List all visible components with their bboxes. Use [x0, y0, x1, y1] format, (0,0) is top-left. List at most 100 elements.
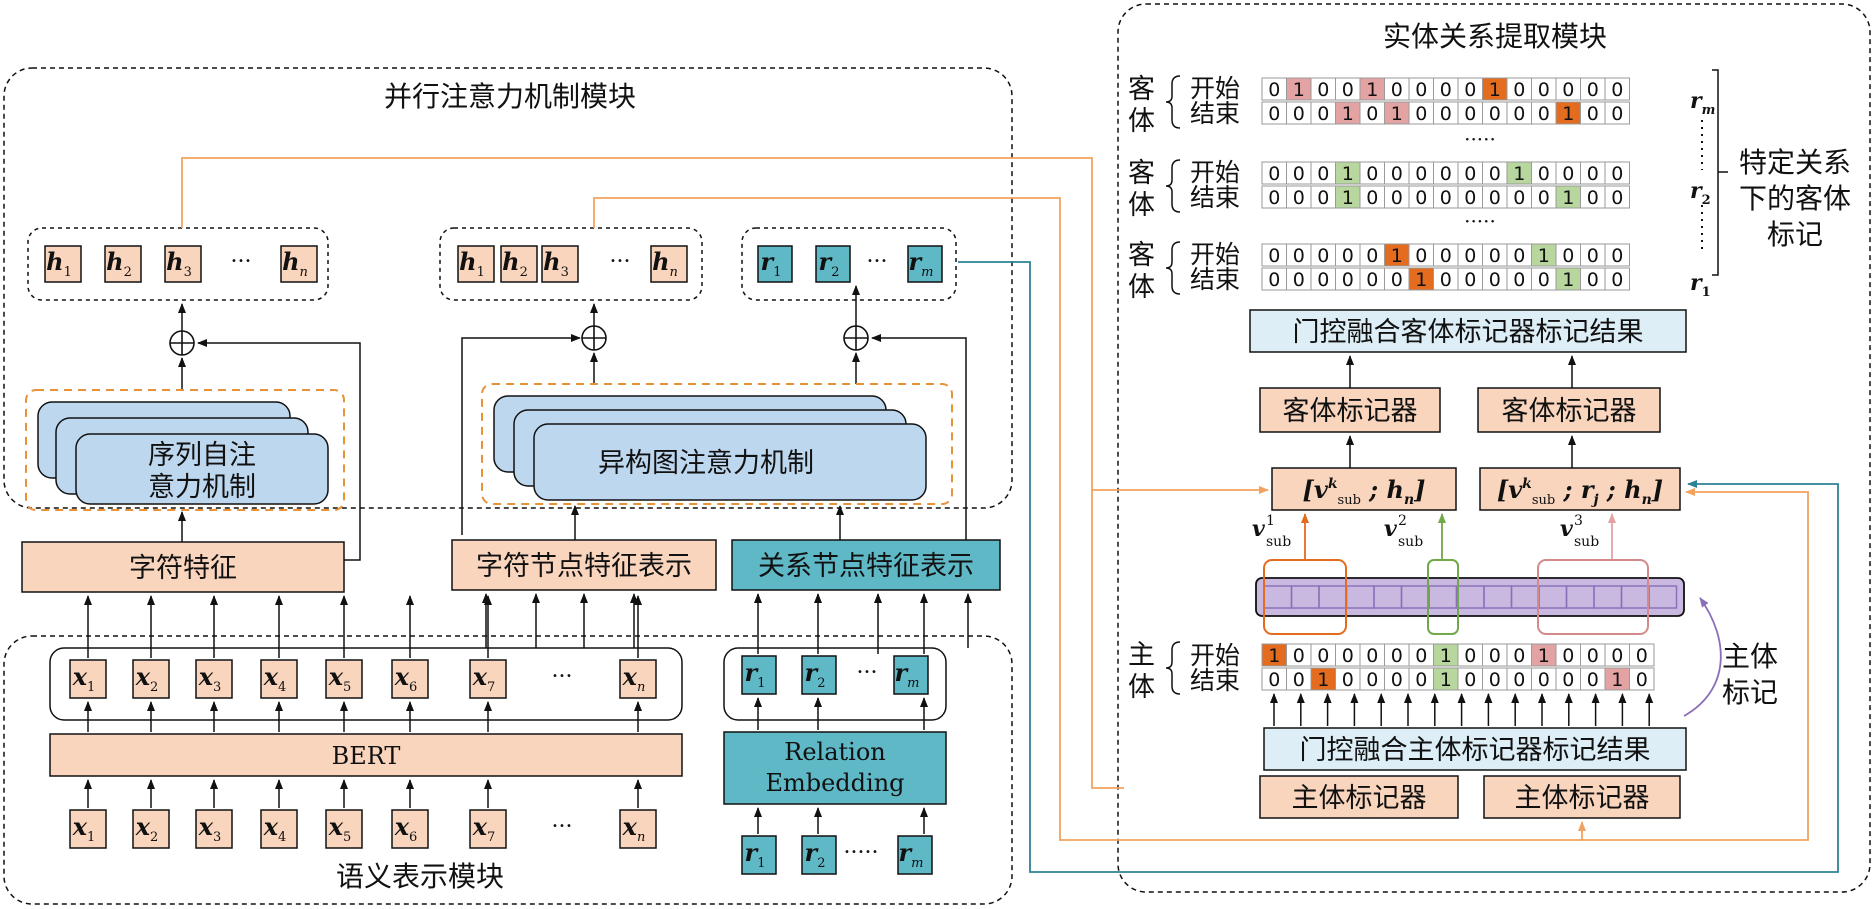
svg-text:0: 0 [1538, 79, 1550, 101]
highlight-box-pink [1537, 559, 1649, 635]
token-x7: x7 [469, 659, 507, 699]
svg-text:0: 0 [1293, 645, 1305, 667]
svg-text:0: 0 [1489, 245, 1501, 267]
svg-text:1: 1 [1562, 269, 1574, 291]
token-h2: h2 [104, 245, 142, 283]
relation-embedding-label-1: Relation [784, 738, 885, 766]
svg-text:0: 0 [1317, 79, 1329, 101]
svg-text:0: 0 [1562, 645, 1574, 667]
svg-text:0: 0 [1587, 103, 1599, 125]
svg-text:1: 1 [1562, 187, 1574, 209]
token-r2: r2 [801, 655, 837, 695]
svg-text:1: 1 [1391, 245, 1403, 267]
svg-text:客: 客 [1128, 74, 1155, 105]
specific-relation-label-3: 标记 [1767, 218, 1823, 251]
token-r1: r1 [741, 835, 777, 875]
svg-text:sub: sub [1574, 534, 1599, 550]
svg-text:0: 0 [1317, 245, 1329, 267]
svg-text:0: 0 [1268, 163, 1280, 185]
svg-text:0: 0 [1366, 269, 1378, 291]
svg-text:开始: 开始 [1190, 158, 1240, 187]
svg-text:0: 0 [1366, 669, 1378, 691]
relation-embedding-box [723, 731, 947, 805]
bert-box [49, 733, 683, 777]
svg-text:1: 1 [1489, 79, 1501, 101]
svg-text:0: 0 [1464, 269, 1476, 291]
svg-text:1: 1 [1440, 669, 1452, 691]
token-label-x3: x3 [198, 662, 222, 695]
svg-text:0: 0 [1513, 79, 1525, 101]
svg-text:0: 0 [1293, 163, 1305, 185]
token-x3: x3 [195, 659, 233, 699]
relation-embedding-label-2: Embedding [765, 769, 904, 797]
orange-connector-1 [181, 157, 1269, 494]
svg-text:0: 0 [1317, 103, 1329, 125]
svg-text:结束: 结束 [1190, 265, 1240, 294]
token-label-x1: x1 [72, 812, 96, 845]
v-sub-label-3: v 3 sub [1560, 513, 1599, 550]
token-x4: x4 [260, 809, 298, 849]
svg-text:0: 0 [1293, 245, 1305, 267]
svg-text:0: 0 [1489, 269, 1501, 291]
svg-text:0: 0 [1636, 669, 1648, 691]
svg-text:0: 0 [1415, 187, 1427, 209]
token-label-rm: rm [895, 658, 920, 691]
svg-text:0: 0 [1611, 645, 1623, 667]
svg-text:1: 1 [1391, 103, 1403, 125]
svg-text:·····: ····· [1464, 127, 1496, 151]
svg-text:0: 0 [1489, 103, 1501, 125]
object-fusion-result-label: 门控融合客体标记器标记结果 [1293, 317, 1644, 348]
token-label-r1: r1 [745, 658, 766, 691]
token-x1: x1 [69, 809, 107, 849]
svg-text:0: 0 [1391, 79, 1403, 101]
highlight-box-green [1427, 559, 1459, 635]
svg-text:0: 0 [1587, 79, 1599, 101]
svg-text:0: 0 [1611, 79, 1623, 101]
teal-connector [958, 261, 1839, 873]
token-hn: hn [280, 245, 318, 283]
token-ellipsis: ··· [610, 249, 631, 274]
v-sub-label-1: v 1 sub [1252, 513, 1291, 550]
svg-text:客: 客 [1128, 158, 1155, 189]
subject-tagger-label-2: 主体标记器 [1515, 783, 1650, 814]
svg-text:0: 0 [1440, 187, 1452, 209]
svg-text:·····: ····· [1464, 209, 1496, 233]
r-embedding-group [723, 647, 947, 721]
token-label-x6: x6 [394, 812, 418, 845]
bert-label: BERT [332, 742, 401, 770]
token-hn: hn [650, 245, 688, 283]
v-sub-label-2: v 2 sub [1384, 513, 1423, 550]
h-output-group-1 [27, 227, 329, 301]
svg-text:0: 0 [1342, 245, 1354, 267]
token-ellipsis: ····· [844, 841, 879, 866]
parallel-attention-module-frame [3, 67, 1013, 509]
token-xn: xn [619, 659, 657, 699]
svg-text:0: 0 [1415, 669, 1427, 691]
subject-fusion-result-box [1263, 727, 1687, 771]
specific-relation-label-1: 特定关系 [1739, 146, 1851, 179]
svg-text:结束: 结束 [1190, 183, 1240, 212]
svg-text:1: 1 [1317, 669, 1329, 691]
svg-text:0: 0 [1366, 245, 1378, 267]
svg-text:1: 1 [1342, 187, 1354, 209]
object-tagger-label-1: 客体标记器 [1283, 396, 1418, 427]
svg-text:0: 0 [1440, 245, 1452, 267]
semantic-arrows [84, 593, 972, 834]
object-tagger-label-2: 客体标记器 [1502, 396, 1637, 427]
token-·····: ····· [844, 841, 879, 866]
svg-text:sub: sub [1398, 534, 1423, 550]
svg-text:rm: rm [1690, 88, 1715, 118]
hetero-attention-dashed-frame [481, 383, 953, 505]
svg-text:0: 0 [1513, 269, 1525, 291]
svg-text:0: 0 [1415, 245, 1427, 267]
svg-text:0: 0 [1538, 187, 1550, 209]
svg-text:0: 0 [1268, 669, 1280, 691]
token-···: ··· [552, 815, 573, 840]
svg-text:1: 1 [1366, 79, 1378, 101]
svg-text:0: 0 [1366, 645, 1378, 667]
svg-text:0: 0 [1513, 645, 1525, 667]
token-h3: h3 [164, 245, 202, 283]
svg-text:0: 0 [1293, 269, 1305, 291]
